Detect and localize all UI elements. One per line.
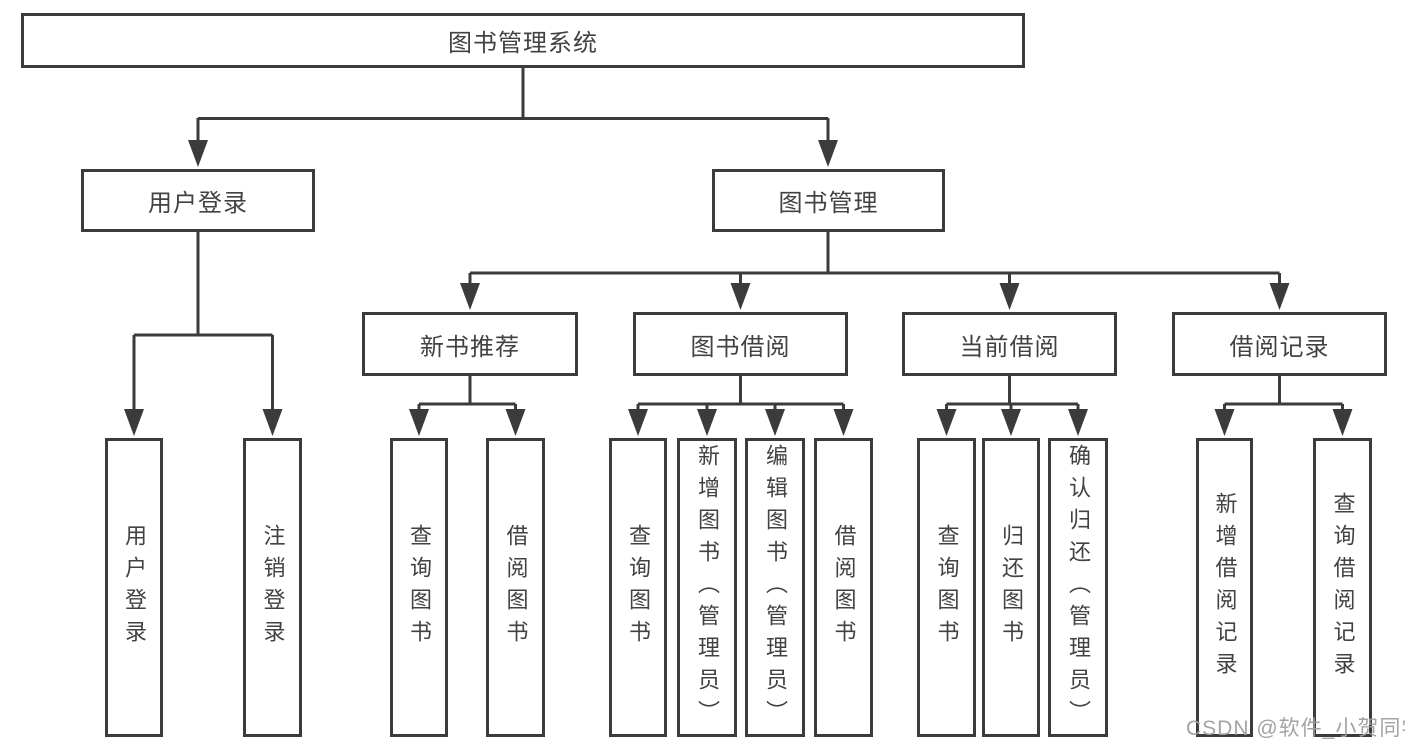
leaf-confirm-return-admin: 确认归还（管理员） [1048, 438, 1108, 737]
leaf-borrow-books: 借阅图书 [814, 438, 873, 737]
leaf-query-books-borrow: 查询图书 [609, 438, 667, 737]
leaf-add-borrow-record: 新增借阅记录 [1196, 438, 1253, 737]
node-borrow-records-label: 借阅记录 [1229, 333, 1330, 361]
leaf-confirm-return-admin-label: 确认归还（管理员） [1066, 443, 1091, 732]
node-book-borrow-label: 图书借阅 [690, 333, 791, 361]
node-book-management-label: 图书管理 [778, 190, 879, 217]
leaf-add-books-admin: 新增图书（管理员） [677, 438, 737, 737]
leaf-edit-books-admin: 编辑图书（管理员） [745, 438, 805, 737]
node-borrow-records: 借阅记录 [1172, 312, 1387, 376]
leaf-query-books-current: 查询图书 [917, 438, 976, 737]
leaf-borrow-books-label: 借阅图书 [831, 523, 857, 652]
leaf-return-books: 归还图书 [982, 438, 1040, 737]
leaf-logout-login: 注销登录 [243, 438, 302, 737]
node-new-book-recommend: 新书推荐 [362, 312, 578, 376]
leaf-borrow-books-recommend: 借阅图书 [486, 438, 545, 737]
arrowhead-icons [124, 140, 1353, 436]
leaf-query-books-recommend: 查询图书 [390, 438, 448, 737]
leaf-return-books-label: 归还图书 [999, 523, 1024, 652]
node-user-login-label: 用户登录 [148, 190, 248, 217]
node-current-borrow: 当前借阅 [902, 312, 1117, 376]
leaf-user-login: 用户登录 [105, 438, 163, 737]
leaf-query-books-borrow-label: 查询图书 [626, 523, 651, 652]
node-book-management: 图书管理 [712, 169, 945, 232]
leaf-query-books-recommend-label: 查询图书 [407, 523, 432, 652]
leaf-query-borrow-record-label: 查询借阅记录 [1330, 491, 1356, 684]
csdn-watermark: CSDN @软件_小贺同学 [1186, 717, 1405, 740]
leaf-user-login-label: 用户登录 [122, 523, 147, 652]
leaf-add-borrow-record-label: 新增借阅记录 [1212, 491, 1238, 684]
leaf-query-borrow-record: 查询借阅记录 [1313, 438, 1372, 737]
node-new-book-recommend-label: 新书推荐 [420, 333, 520, 361]
node-root: 图书管理系统 [21, 13, 1025, 68]
leaf-query-books-current-label: 查询图书 [934, 523, 960, 652]
node-current-borrow-label: 当前借阅 [959, 333, 1060, 361]
leaf-add-books-admin-label: 新增图书（管理员） [695, 443, 720, 732]
leaf-edit-books-admin-label: 编辑图书（管理员） [763, 443, 788, 732]
leaf-logout-login-label: 注销登录 [260, 523, 286, 652]
leaf-borrow-books-recommend-label: 借阅图书 [503, 523, 529, 652]
node-book-borrow: 图书借阅 [633, 312, 848, 376]
node-root-label: 图书管理系统 [448, 30, 598, 57]
node-user-login: 用户登录 [81, 169, 315, 232]
